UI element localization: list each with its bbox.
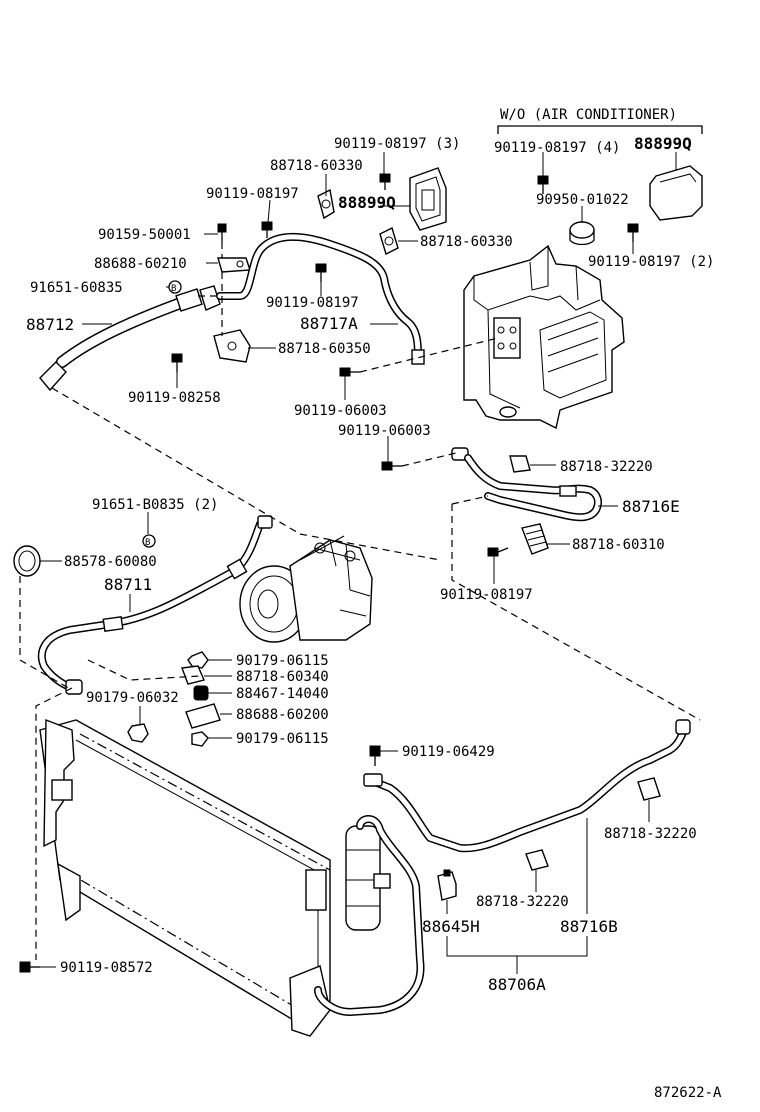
- pipe-88716e: [451, 447, 602, 522]
- label-88688-60210: 88688-60210: [94, 256, 187, 272]
- label-90950-01022: 90950-01022: [536, 192, 629, 208]
- reference-lines: [19, 152, 701, 974]
- bolt-icon: [19, 961, 40, 973]
- label-88645h: 88645H: [422, 917, 480, 936]
- label-88716b: 88716B: [560, 917, 618, 936]
- label-90119-08197-3: 90119-08197 (3): [334, 136, 460, 152]
- label-88899q-left: 88899Q: [338, 193, 396, 212]
- clip-88718-60310: [521, 523, 549, 555]
- label-90179-06032: 90179-06032: [86, 690, 179, 706]
- label-88718-32220-upper: 88718-32220: [560, 459, 653, 475]
- label-91651-b0835-2: 91651-B0835 (2): [92, 497, 218, 513]
- bolt-icon: [369, 745, 381, 766]
- clip-88718-60330-mid: [379, 227, 399, 255]
- label-88899q-right: 88899Q: [634, 134, 692, 153]
- label-88718-60350: 88718-60350: [278, 341, 371, 357]
- label-90179-06115-b: 90179-06115: [236, 731, 329, 747]
- bolt-icon: [379, 173, 391, 190]
- label-88467-14040: 88467-14040: [236, 686, 329, 702]
- svg-text:B: B: [171, 284, 176, 294]
- label-88718-60330: 88718-60330: [270, 158, 363, 174]
- o-ring-marker-icon: B: [142, 534, 156, 548]
- svg-text:B: B: [145, 538, 150, 548]
- bolt-icon: [315, 263, 327, 282]
- without-ac-group: W/O (AIR CONDITIONER): [497, 107, 703, 134]
- label-90119-06003-b: 90119-06003: [338, 423, 431, 439]
- bracket-88688-60200: [185, 703, 221, 729]
- label-90159-50001: 90159-50001: [98, 227, 191, 243]
- hose-88712: [39, 285, 221, 392]
- label-90119-08197-2: 90119-08197 (2): [588, 254, 714, 270]
- pressure-switch-88645h: [437, 869, 457, 901]
- variant-label: W/O (AIR CONDITIONER): [500, 107, 677, 123]
- bracket-88718-60350: [213, 329, 251, 363]
- nut-icon: [127, 723, 149, 743]
- condenser: [39, 718, 331, 1037]
- bolt-icon: [261, 221, 273, 238]
- label-88578-60080: 88578-60080: [64, 554, 157, 570]
- label-88718-32220-bottom: 88718-32220: [476, 894, 569, 910]
- label-90119-08197-lower: 90119-08197: [440, 587, 533, 603]
- clip-88718-32220-right: [637, 777, 661, 801]
- bolt-icon: [487, 547, 509, 557]
- plug-90950-01022: [569, 221, 595, 246]
- label-88718-60340: 88718-60340: [236, 669, 329, 685]
- clip-88718-32220-bottom: [525, 849, 549, 871]
- label-90119-08197-4: 90119-08197 (4): [494, 140, 620, 156]
- nut-icon: [191, 731, 209, 747]
- label-88711: 88711: [104, 575, 152, 594]
- pipe-88717a: [216, 232, 425, 365]
- pipe-condenser-outlet: [314, 815, 425, 1016]
- clip-88718-32220-upper: [509, 455, 531, 473]
- cover-88899q-right: [649, 165, 703, 221]
- label-88717a: 88717A: [300, 314, 358, 333]
- cover-88899q-left: [409, 167, 447, 231]
- label-90119-08197-mid: 90119-08197: [266, 295, 359, 311]
- label-88718-60330-mid: 88718-60330: [420, 234, 513, 250]
- figure-number: 872622-A: [654, 1085, 722, 1101]
- cap-88578-60080: [13, 545, 41, 577]
- insulator-88467-14040: [193, 685, 209, 701]
- label-88712: 88712: [26, 315, 74, 334]
- label-91651-60835: 91651-60835: [30, 280, 123, 296]
- label-88706a: 88706A: [488, 975, 546, 994]
- o-ring-marker-icon: B: [168, 280, 182, 294]
- label-90119-06003-a: 90119-06003: [294, 403, 387, 419]
- bracket-88688-60210: [217, 257, 251, 273]
- bolt-icon: [171, 353, 183, 372]
- evaporator-unit: [463, 244, 625, 430]
- bolt-icon: [339, 367, 360, 377]
- pipe-88716b: [363, 719, 691, 853]
- label-90119-08197: 90119-08197: [206, 186, 299, 202]
- label-90179-06115-a: 90179-06115: [236, 653, 329, 669]
- clip-88718-60340: [181, 665, 205, 685]
- label-88718-32220-right: 88718-32220: [604, 826, 697, 842]
- label-88688-60200: 88688-60200: [236, 707, 329, 723]
- label-90119-08258: 90119-08258: [128, 390, 221, 406]
- nut-icon: [187, 651, 209, 669]
- bolt-icon: [627, 223, 639, 242]
- label-88718-60310: 88718-60310: [572, 537, 665, 553]
- compressor: [239, 535, 373, 643]
- bolt-icon: [381, 461, 402, 471]
- part-labels: 90119-08197 (3) 88718-60330 88899Q 90119…: [26, 134, 722, 1101]
- pipe-88711: [37, 515, 273, 695]
- label-90119-06429: 90119-06429: [402, 744, 495, 760]
- label-90119-08572: 90119-08572: [60, 960, 153, 976]
- bolt-icon: [217, 223, 227, 242]
- label-88716e: 88716E: [622, 497, 680, 516]
